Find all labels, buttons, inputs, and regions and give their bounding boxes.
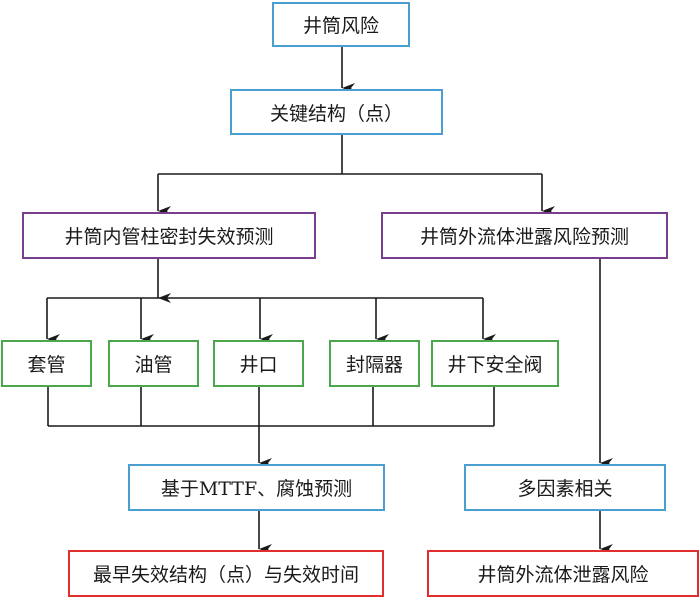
node-label: 井口 <box>239 354 278 376</box>
node-key-structures: 关键结构（点） <box>230 89 443 135</box>
node-outer-leak-risk: 井筒外流体泄露风险 <box>427 550 699 597</box>
node-outer-leak-risk-prediction: 井筒外流体泄露风险预测 <box>381 212 668 259</box>
node-casing: 套管 <box>1 340 92 387</box>
node-label: 套管 <box>27 354 66 376</box>
node-tubing: 油管 <box>108 340 199 387</box>
node-label: 基于MTTF、腐蚀预测 <box>160 478 353 500</box>
node-wellhead: 井口 <box>213 340 304 387</box>
node-label: 井筒风险 <box>302 15 379 37</box>
node-label: 井下安全阀 <box>447 354 543 376</box>
node-label: 最早失效结构（点）与失效时间 <box>92 564 359 586</box>
node-label: 油管 <box>134 354 173 376</box>
node-packer: 封隔器 <box>329 340 420 387</box>
node-label: 关键结构（点） <box>269 102 403 125</box>
node-earliest-failure: 最早失效结构（点）与失效时间 <box>68 550 384 597</box>
node-label: 井筒内管柱密封失效预测 <box>64 226 274 248</box>
node-label: 多因素相关 <box>517 478 613 500</box>
node-inner-seal-failure-prediction: 井筒内管柱密封失效预测 <box>22 212 316 259</box>
node-label: 井筒外流体泄露风险预测 <box>419 226 629 248</box>
node-subsurface-safety-valve: 井下安全阀 <box>431 340 559 387</box>
node-label: 井筒外流体泄露风险 <box>477 564 649 586</box>
node-multi-factor-correlation: 多因素相关 <box>464 464 666 511</box>
node-mttf-corrosion-prediction: 基于MTTF、腐蚀预测 <box>128 464 385 511</box>
node-label: 封隔器 <box>345 354 403 376</box>
node-wellbore-risk: 井筒风险 <box>272 2 410 47</box>
